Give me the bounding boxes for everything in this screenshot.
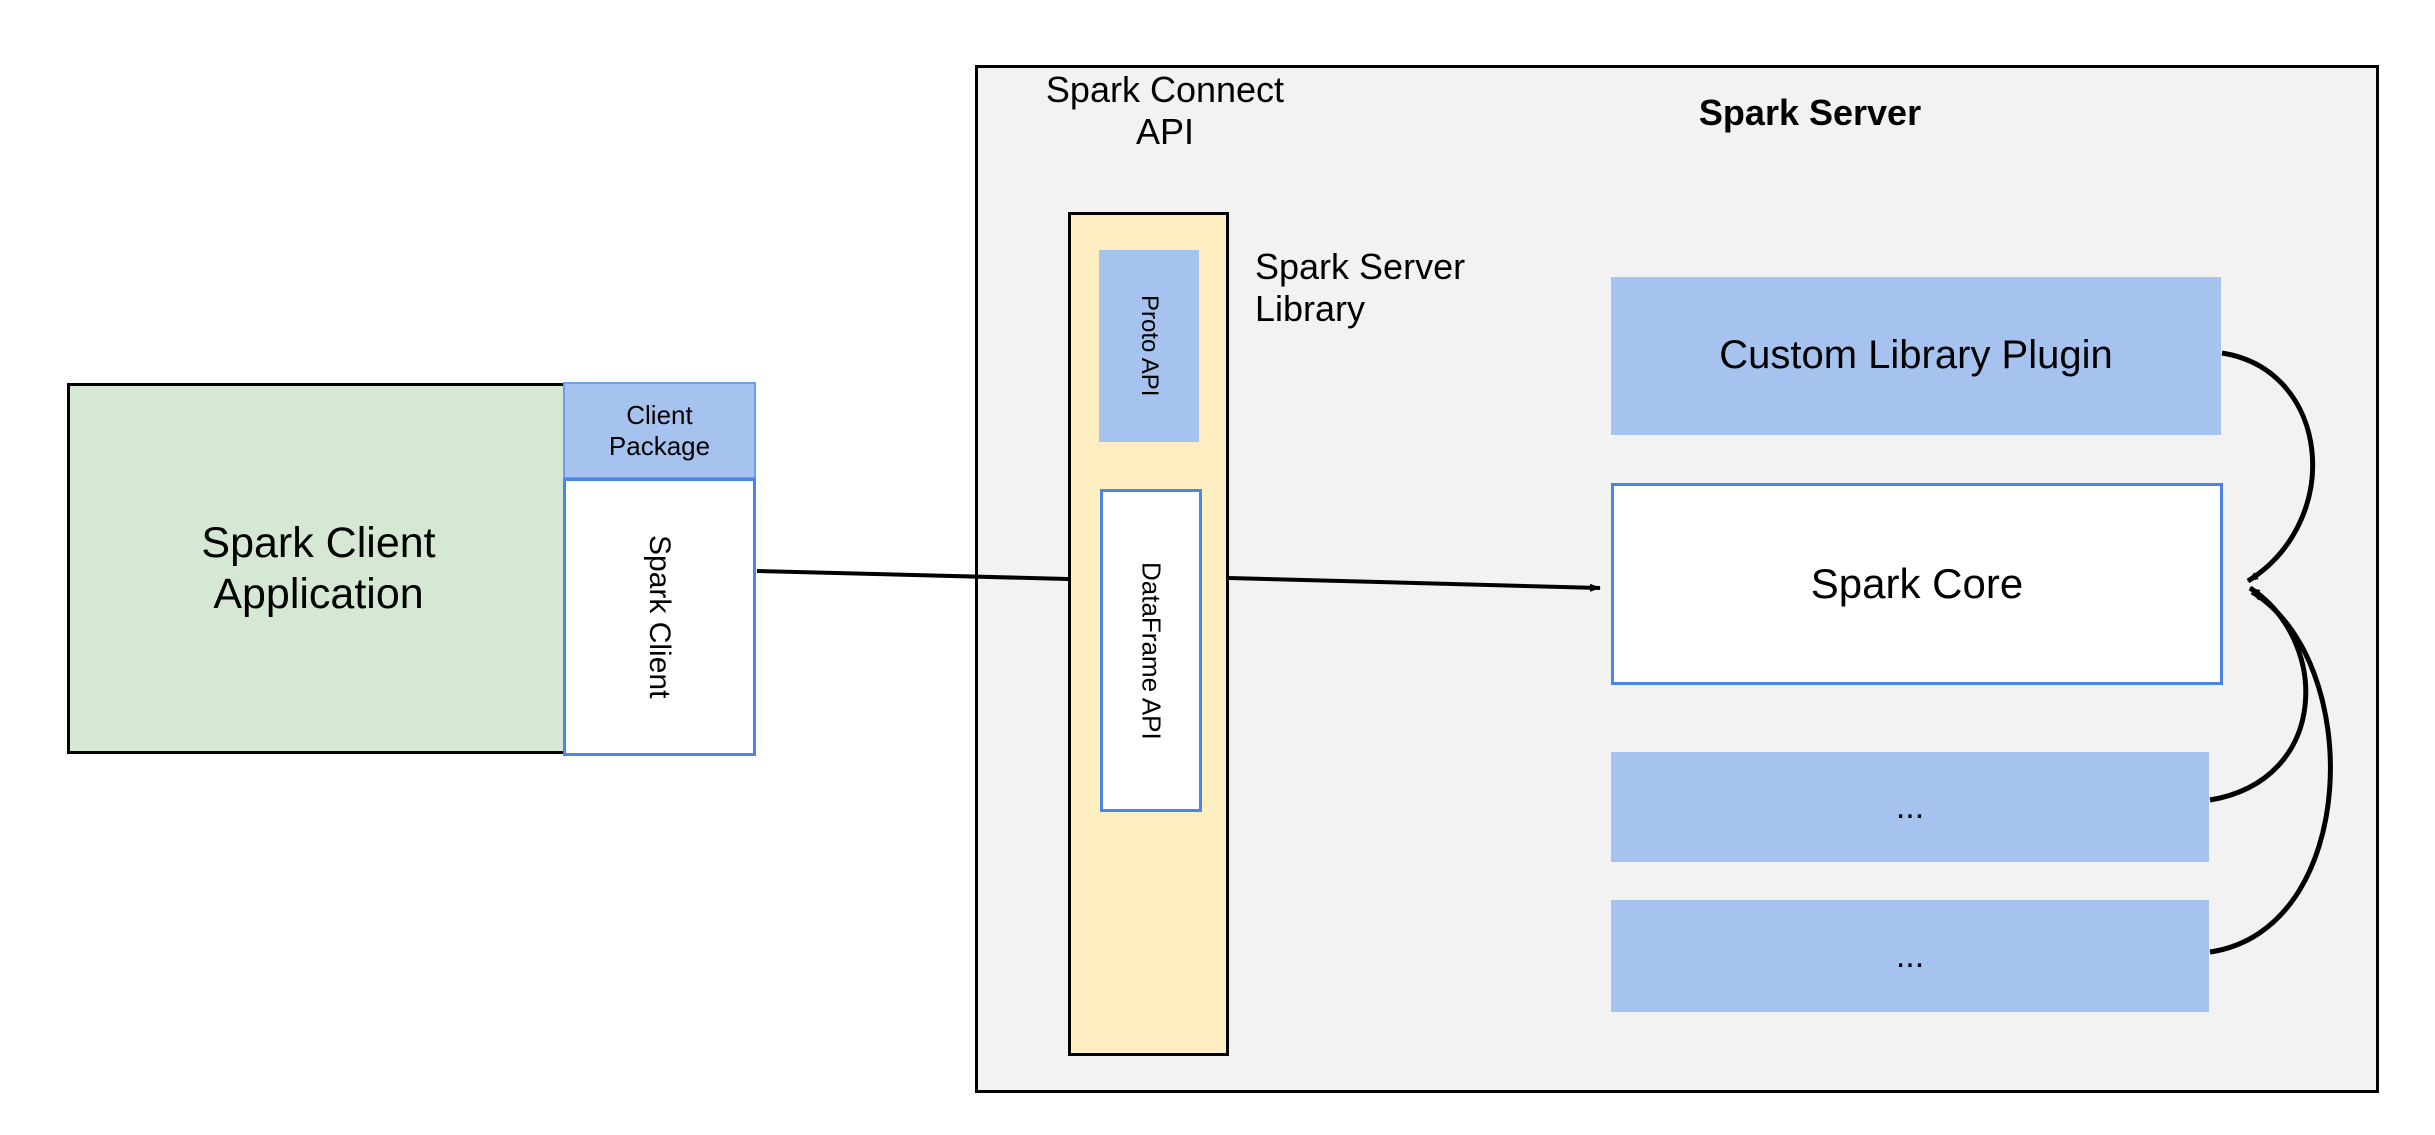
client-package-label-line1: Client [626, 399, 693, 430]
ellipsis-box-1[interactable]: ... [1611, 752, 2209, 862]
client-package-label-line2: Package [608, 430, 711, 461]
proto-api-box[interactable]: Proto API [1099, 250, 1199, 442]
spark-core-label: Spark Core [1810, 560, 2024, 608]
spark-connect-api-label-line1: Spark Connect [1045, 68, 1285, 110]
spark-server-library-label-line2: Library [1255, 288, 1366, 329]
spark-client-label: Spark Client [643, 535, 677, 699]
ellipsis-box-2[interactable]: ... [1611, 900, 2209, 1012]
custom-library-plugin-box[interactable]: Custom Library Plugin [1611, 277, 2221, 435]
spark-client-application-box[interactable]: Spark Client Application [67, 383, 570, 754]
custom-library-plugin-label: Custom Library Plugin [1719, 333, 2113, 378]
proto-api-label: Proto API [1136, 295, 1164, 397]
spark-connect-api-label: Spark Connect API [1020, 66, 1310, 156]
spark-core-box[interactable]: Spark Core [1611, 483, 2223, 685]
spark-server-library-label-line1: Spark Server [1255, 245, 1466, 287]
spark-server-title: Spark Server [1698, 91, 1922, 133]
spark-client-application-label: Spark Client Application [201, 518, 435, 619]
client-package-box[interactable]: Client Package [563, 382, 756, 479]
ellipsis-box-2-label: ... [1895, 936, 1925, 975]
dataframe-api-label: DataFrame API [1136, 561, 1167, 740]
spark-server-library-label: Spark Server Library [1255, 243, 1555, 333]
spark-client-application-label-line2: Application [213, 569, 424, 618]
client-package-label: Client Package [609, 400, 710, 461]
spark-connect-api-label-line2: API [1135, 111, 1195, 152]
dataframe-api-box[interactable]: DataFrame API [1100, 489, 1202, 812]
spark-client-box[interactable]: Spark Client [563, 478, 756, 756]
ellipsis-box-1-label: ... [1895, 787, 1925, 826]
spark-client-application-label-line1: Spark Client [201, 518, 436, 567]
